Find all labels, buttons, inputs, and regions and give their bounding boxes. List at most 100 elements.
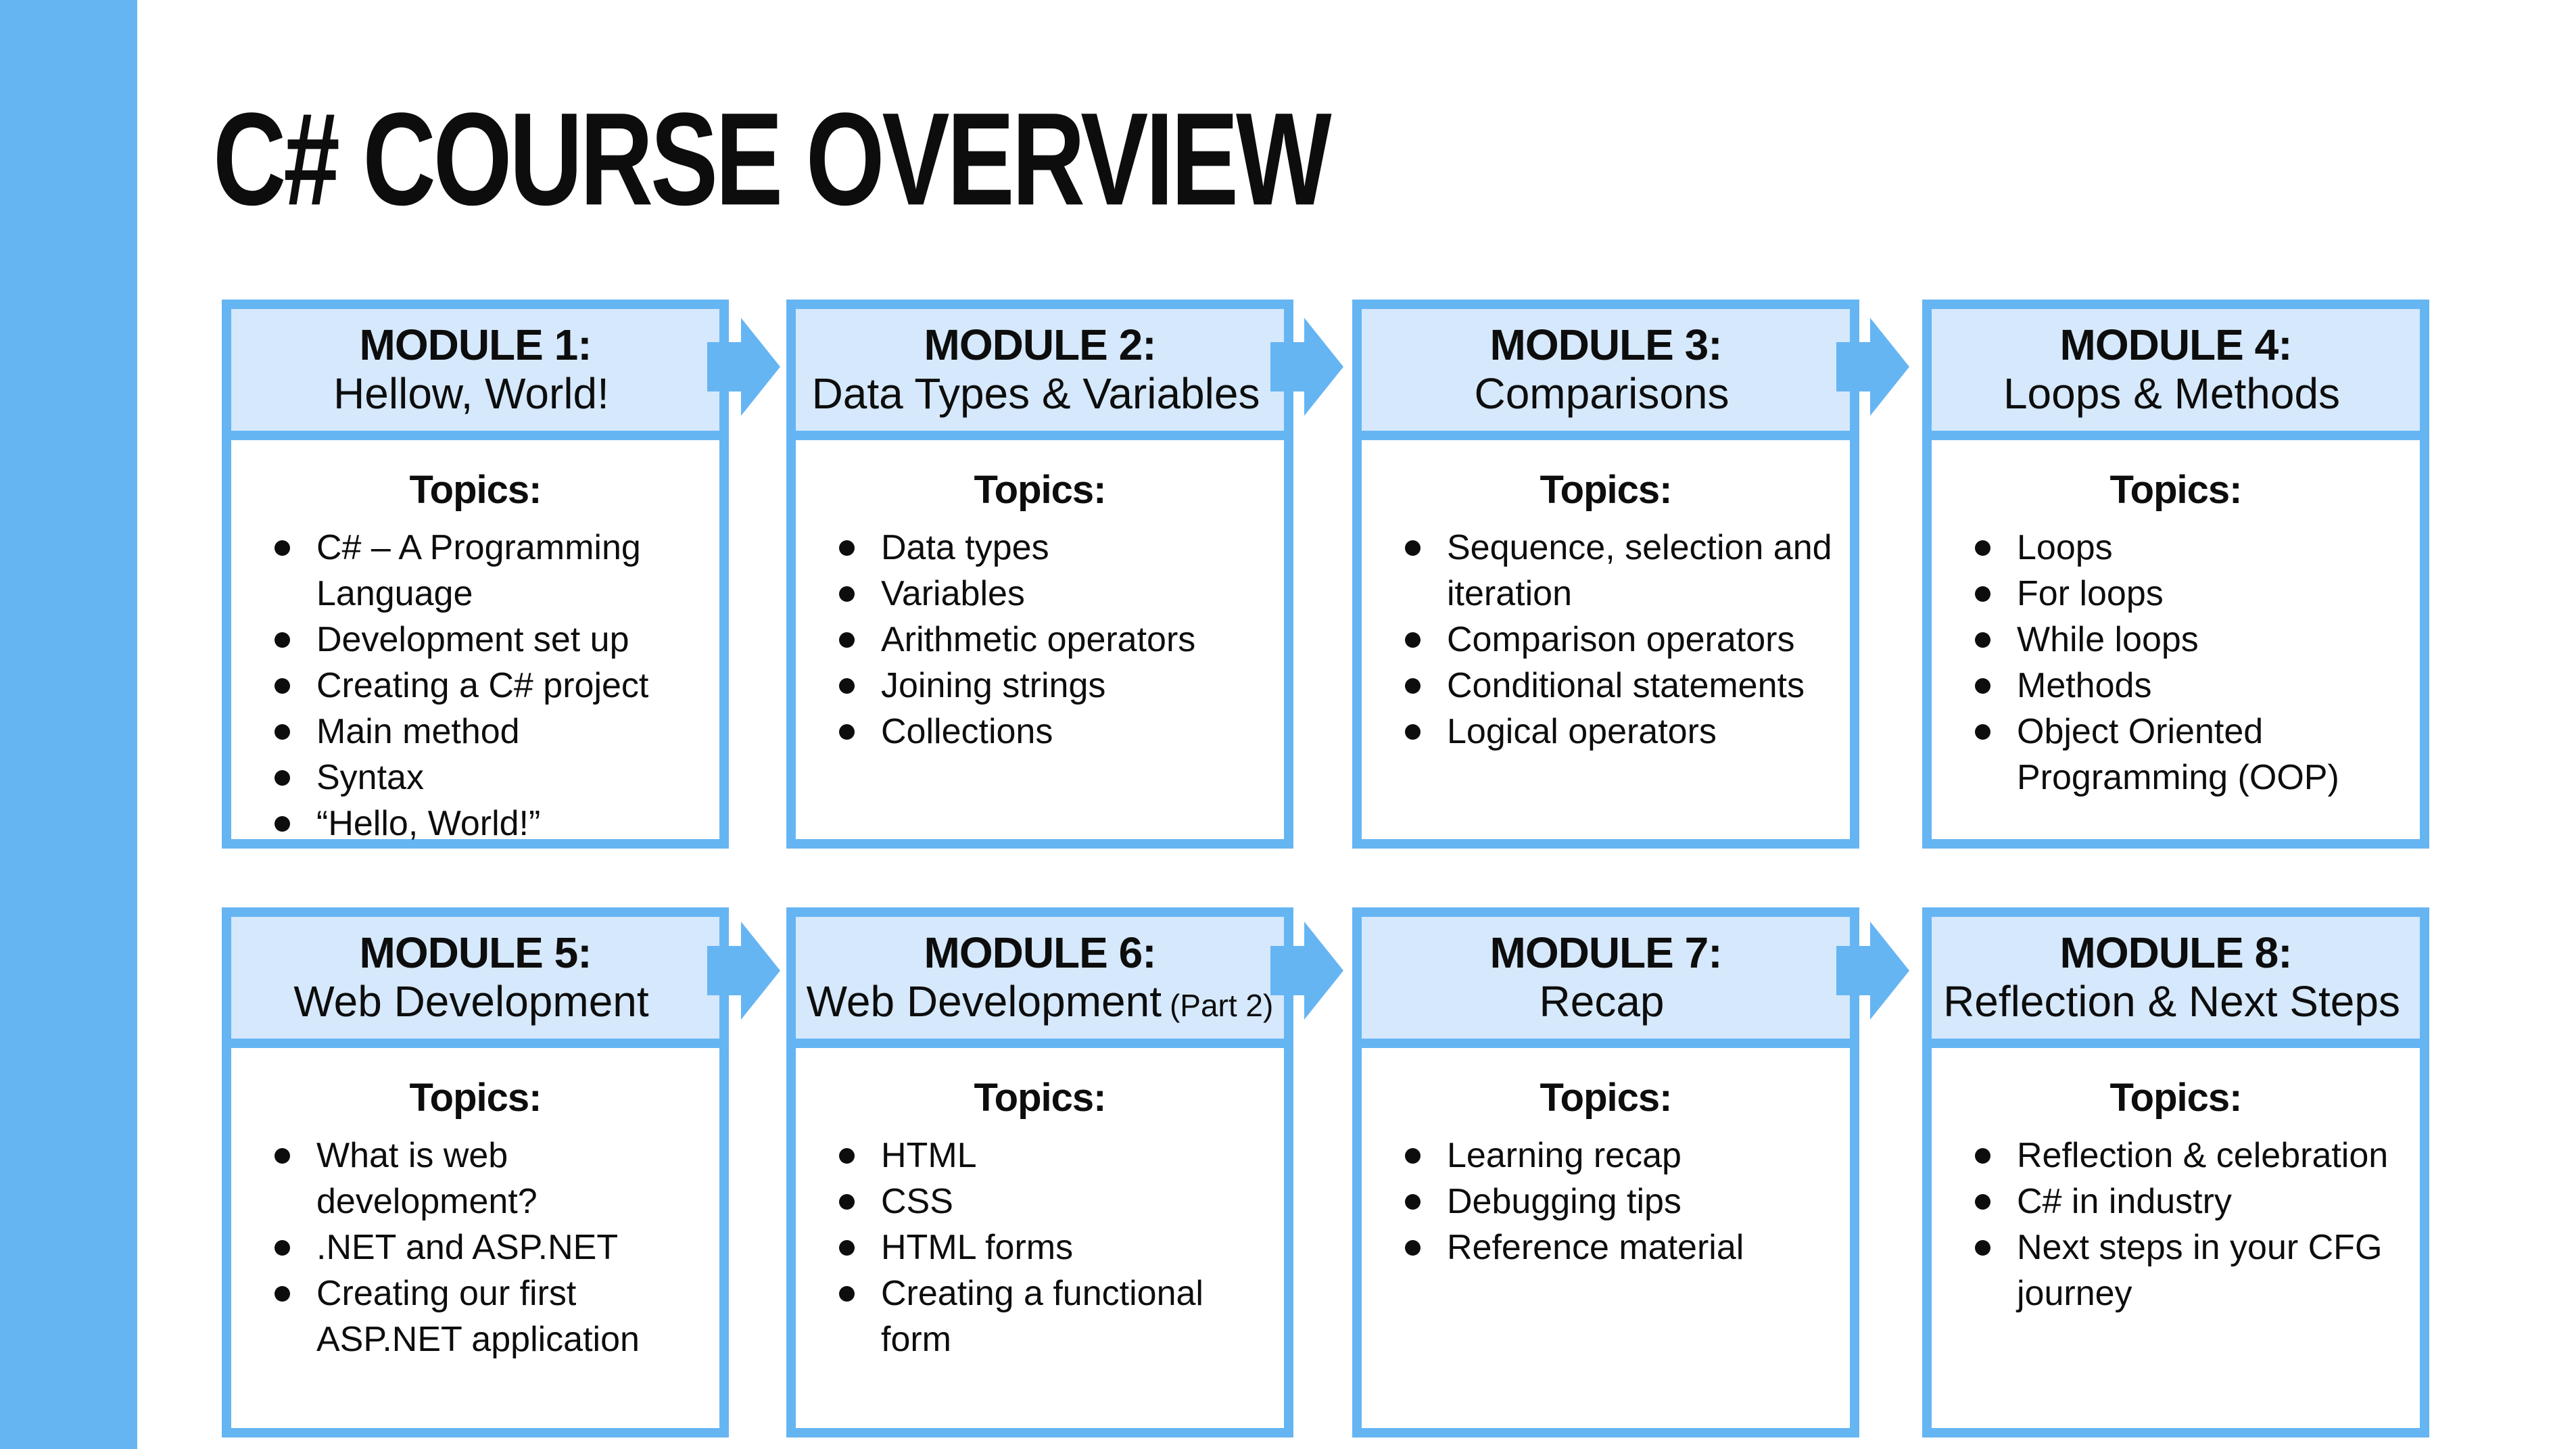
topics-heading: Topics:: [974, 468, 1107, 512]
module-header: MODULE 3: Comparisons: [1362, 309, 1850, 440]
module-card: MODULE 6: Web Development(Part 2) Topics…: [786, 907, 1293, 1438]
topic-item: Debugging tips: [1405, 1179, 1843, 1225]
topic-item: “Hello, World!”: [275, 801, 713, 847]
arrow-right-icon: [1836, 318, 1909, 416]
module-header: MODULE 7: Recap: [1362, 917, 1850, 1048]
module-subtitle-text: Hellow, World!: [333, 369, 609, 419]
topic-item: Methods: [1975, 663, 2413, 709]
topic-item: C# in industry: [1975, 1179, 2413, 1225]
module-header: MODULE 4: Loops & Methods: [1932, 309, 2420, 440]
topic-item: Creating a C# project: [275, 663, 713, 709]
topics-heading: Topics:: [409, 468, 542, 512]
topic-item: What is web development?: [275, 1133, 713, 1225]
module-label: MODULE 1:: [359, 320, 592, 369]
module-body: Topics: What is web development?.NET and…: [231, 1075, 719, 1362]
topic-item: Data types: [839, 525, 1277, 571]
topic-item: Object Oriented Programming (OOP): [1975, 709, 2413, 801]
arrow-right-icon: [1270, 318, 1343, 416]
topic-item: C# – A Programming Language: [275, 525, 713, 617]
topic-item: Reflection & celebration: [1975, 1133, 2413, 1179]
topic-item: .NET and ASP.NET: [275, 1225, 713, 1270]
arrow-right-icon: [1836, 922, 1909, 1020]
module-subtitle: Reflection & Next Steps: [1943, 978, 2408, 1026]
topic-item: Comparison operators: [1405, 617, 1843, 663]
topic-item: Logical operators: [1405, 709, 1843, 755]
topic-item: Joining strings: [839, 663, 1277, 709]
module-label: MODULE 5:: [359, 928, 592, 977]
module-label: MODULE 2:: [924, 320, 1157, 369]
module-subtitle: Comparisons: [1474, 370, 1737, 419]
module-header: MODULE 6: Web Development(Part 2): [796, 917, 1284, 1048]
topics-heading: Topics:: [2109, 1076, 2243, 1120]
topics-heading: Topics:: [1540, 468, 1673, 512]
page-title: C# COURSE OVERVIEW: [213, 85, 1332, 233]
topic-item: Collections: [839, 709, 1277, 755]
module-card: MODULE 8: Reflection & Next Steps Topics…: [1922, 907, 2429, 1438]
module-subtitle: Data Types & Variables: [812, 370, 1268, 419]
module-card: MODULE 5: Web Development Topics: What i…: [222, 907, 729, 1438]
module-subtitle-text: Data Types & Variables: [811, 369, 1260, 419]
topic-item: HTML forms: [839, 1225, 1277, 1270]
module-label: MODULE 8:: [2059, 928, 2293, 977]
topic-item: Arithmetic operators: [839, 617, 1277, 663]
topic-item: Creating a functional form: [839, 1270, 1277, 1362]
module-subtitle-text: Reflection & Next Steps: [1943, 977, 2400, 1026]
topic-item: While loops: [1975, 617, 2413, 663]
module-subtitle-text: Recap: [1539, 977, 1665, 1026]
module-subtitle: Web Development(Part 2): [807, 978, 1274, 1026]
module-header: MODULE 5: Web Development: [231, 917, 719, 1048]
topic-item: Loops: [1975, 525, 2413, 571]
module-header: MODULE 8: Reflection & Next Steps: [1932, 917, 2420, 1048]
module-card: MODULE 2: Data Types & Variables Topics:…: [786, 300, 1293, 849]
module-header: MODULE 1: Hellow, World!: [231, 309, 719, 440]
module-subtitle-text: Loops & Methods: [2003, 369, 2341, 419]
module-subtitle: Recap: [1540, 978, 1673, 1026]
topic-item: Development set up: [275, 617, 713, 663]
module-label: MODULE 6:: [924, 928, 1157, 977]
topics-list: What is web development?.NET and ASP.NET…: [231, 1133, 719, 1362]
arrow-right-icon: [707, 922, 780, 1020]
topics-heading: Topics:: [409, 1076, 542, 1120]
topic-item: Sequence, selection and iteration: [1405, 525, 1843, 617]
module-subtitle-text: Web Development: [293, 977, 649, 1026]
module-card: MODULE 1: Hellow, World! Topics: C# – A …: [222, 300, 729, 849]
topic-item: Conditional statements: [1405, 663, 1843, 709]
left-accent-stripe: [0, 0, 137, 1449]
module-label: MODULE 3:: [1489, 320, 1723, 369]
module-subtitle-text: Comparisons: [1474, 369, 1730, 419]
module-body: Topics: Sequence, selection and iteratio…: [1362, 467, 1850, 755]
module-card: MODULE 3: Comparisons Topics: Sequence, …: [1352, 300, 1859, 849]
topic-item: For loops: [1975, 571, 2413, 617]
topics-heading: Topics:: [2109, 468, 2243, 512]
module-subtitle: Hellow, World!: [333, 370, 617, 419]
module-subtitle-text: Web Development: [806, 977, 1162, 1026]
topic-item: Main method: [275, 709, 713, 755]
module-label: MODULE 7:: [1489, 928, 1723, 977]
module-subtitle: Loops & Methods: [2003, 370, 2348, 419]
module-subtitle: Web Development: [293, 978, 657, 1026]
topics-heading: Topics:: [974, 1076, 1107, 1120]
topic-item: Variables: [839, 571, 1277, 617]
topic-item: HTML: [839, 1133, 1277, 1179]
module-subtitle-suffix: (Part 2): [1169, 988, 1274, 1024]
topic-item: Next steps in your CFG journey: [1975, 1225, 2413, 1316]
topic-item: CSS: [839, 1179, 1277, 1225]
module-header: MODULE 2: Data Types & Variables: [796, 309, 1284, 440]
topic-item: Learning recap: [1405, 1133, 1843, 1179]
